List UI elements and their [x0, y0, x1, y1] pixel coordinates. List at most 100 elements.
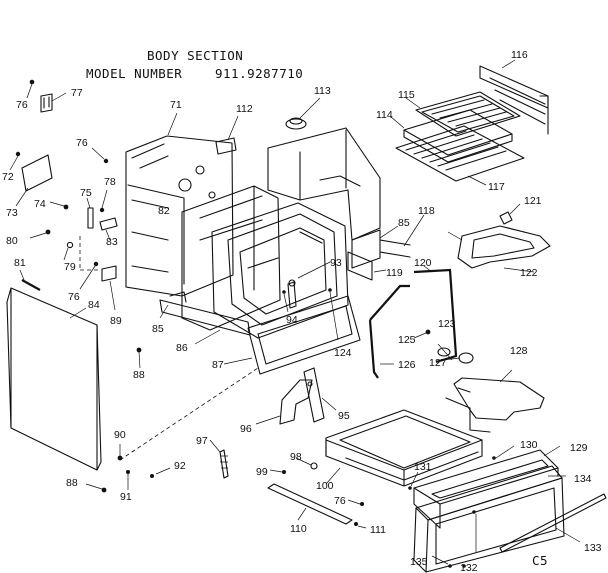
part-label-116: 116	[511, 49, 528, 61]
part-label-85b: 85	[152, 323, 164, 335]
part-78-screw	[99, 189, 108, 213]
part-72-screw	[9, 151, 21, 171]
part-label-87: 87	[212, 359, 224, 371]
part-128-bake-element	[445, 369, 545, 433]
part-label-133: 133	[584, 542, 602, 554]
part-133-handle-strip	[499, 493, 607, 553]
part-label-72: 72	[2, 171, 14, 183]
part-122-broil-element	[447, 225, 551, 273]
part-label-79: 79	[64, 261, 76, 273]
diagram-title: BODY SECTION	[147, 48, 243, 63]
part-label-113: 113	[314, 85, 331, 97]
part-label-129: 129	[570, 442, 588, 454]
part-label-132: 132	[460, 562, 478, 573]
part-label-98: 98	[290, 451, 302, 463]
part-label-89: 89	[110, 315, 122, 327]
part-132-screw	[462, 510, 477, 568]
part-121-terminal	[499, 203, 521, 225]
part-93-light	[287, 261, 331, 309]
part-96-hinge	[255, 379, 313, 425]
part-label-81: 81	[14, 257, 26, 269]
model-number-label: MODEL NUMBER	[86, 66, 182, 81]
part-81-rod	[19, 269, 41, 291]
part-label-115: 115	[398, 89, 415, 101]
part-label-126: 126	[398, 359, 416, 371]
part-123-socket	[437, 343, 453, 361]
part-label-99: 99	[256, 466, 268, 478]
assembly-guide-a	[79, 236, 98, 271]
part-130-screw	[492, 445, 515, 460]
part-label-84: 84	[88, 299, 100, 311]
part-label-131: 131	[414, 461, 432, 473]
part-115-broil-pan-grid	[405, 91, 521, 137]
part-98-glide	[295, 457, 318, 470]
part-label-122: 122	[520, 267, 538, 279]
part-94-screw	[282, 290, 289, 313]
part-label-75: 75	[80, 187, 92, 199]
part-label-90: 90	[114, 429, 126, 441]
part-label-85a: 85	[398, 217, 410, 229]
part-label-110: 110	[290, 523, 307, 535]
part-95-hinge-bracket	[303, 367, 337, 423]
part-label-100: 100	[316, 480, 334, 492]
part-label-78: 78	[104, 176, 116, 188]
part-131-screw	[408, 471, 419, 490]
part-74-screw	[49, 201, 69, 210]
part-label-76d: 76	[334, 495, 346, 507]
part-135-screw	[431, 555, 452, 568]
part-label-76b: 76	[76, 137, 88, 149]
part-label-71: 71	[170, 99, 182, 111]
part-88-screw-a	[136, 347, 142, 369]
part-92-screw	[150, 467, 171, 478]
part-label-119: 119	[386, 267, 403, 279]
part-89-bracket	[101, 265, 117, 311]
part-label-74: 74	[34, 198, 46, 210]
assembly-guide-b	[119, 367, 259, 461]
part-label-117: 117	[488, 181, 505, 193]
part-label-128: 128	[510, 345, 528, 357]
part-71-rear-frame	[125, 112, 234, 297]
part-111-screw	[354, 522, 367, 529]
part-label-114: 114	[376, 109, 393, 121]
part-label-88b: 88	[66, 477, 78, 489]
part-label-118: 118	[418, 205, 435, 217]
part-120-gasket	[413, 265, 458, 364]
part-110-rail	[267, 483, 353, 525]
part-126-gasket	[368, 284, 410, 379]
part-label-88a: 88	[133, 369, 145, 381]
part-label-77: 77	[71, 87, 83, 99]
part-label-93: 93	[330, 257, 342, 269]
part-124-screw	[328, 288, 339, 341]
part-99-screw	[269, 469, 286, 474]
part-114-broil-pan	[389, 109, 513, 163]
part-label-134: 134	[574, 473, 592, 485]
part-80-screw	[29, 229, 51, 239]
part-oven-cavity	[181, 185, 281, 331]
part-label-111: 111	[370, 524, 386, 536]
part-87-front-frame	[223, 295, 361, 375]
part-label-125: 125	[398, 334, 416, 346]
part-100-drawer	[325, 409, 483, 487]
part-oven-liner-front	[211, 202, 349, 339]
part-label-96: 96	[240, 423, 252, 435]
part-118-bracket	[379, 214, 425, 258]
part-label-86: 86	[176, 342, 188, 354]
part-127-bulb	[441, 352, 474, 364]
part-label-120: 120	[414, 257, 432, 269]
part-79-washer	[63, 241, 74, 261]
part-134-drawer-panel	[413, 465, 566, 573]
part-88-screw-b	[85, 483, 107, 493]
part-label-73: 73	[6, 207, 18, 219]
part-label-82: 82	[158, 205, 170, 217]
part-76-screw-c	[79, 261, 99, 290]
part-116-rack-support	[479, 59, 549, 135]
part-label-97: 97	[196, 435, 208, 447]
part-85-side-trim	[351, 225, 399, 269]
part-label-123: 123	[438, 318, 456, 330]
part-label-124: 124	[334, 347, 352, 359]
part-label-83: 83	[106, 236, 118, 248]
part-76-screw-b	[91, 147, 109, 164]
part-75-pin	[86, 197, 94, 229]
